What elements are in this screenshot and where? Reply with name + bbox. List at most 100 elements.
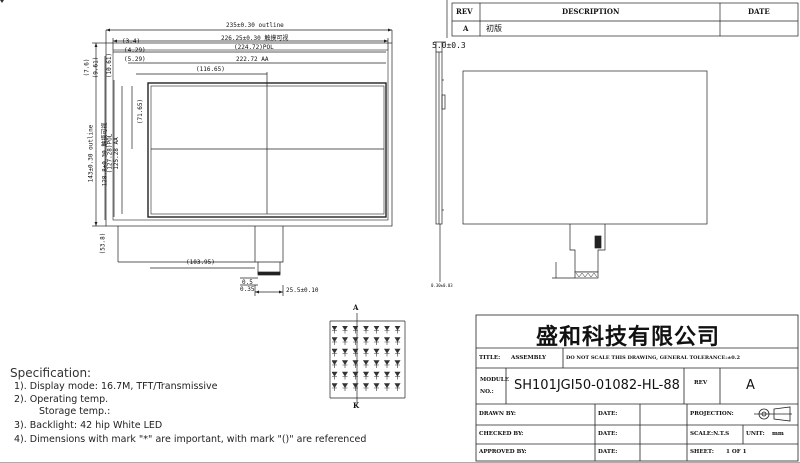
led-diode-icon xyxy=(362,371,370,380)
scale-label: SCALE:N.T.S xyxy=(690,431,730,437)
dim-53-8: (53.8) xyxy=(99,232,107,255)
rev-header: REV xyxy=(456,7,473,16)
rev-label: REV xyxy=(694,380,708,386)
led-diode-icon xyxy=(394,348,401,357)
led-diode-icon xyxy=(383,360,391,368)
led-diode-icon xyxy=(352,360,359,368)
dim-outline-width: 235±0.30 outline xyxy=(226,22,284,29)
date-label-2: DATE: xyxy=(598,431,618,437)
checked-by-label: CHECKED BY: xyxy=(479,431,524,437)
rev-table-border xyxy=(451,2,799,37)
led-diode-icon xyxy=(332,360,338,368)
led-diode-icon xyxy=(373,326,380,334)
led-diode-icon xyxy=(394,383,401,391)
company-name: 盛和科技有限公司 xyxy=(536,325,721,350)
sheet-label: SHEET: xyxy=(690,449,714,455)
led-diode-icon xyxy=(332,383,338,391)
no-label: NO.: xyxy=(480,389,494,395)
dim-103-95: (103.95) xyxy=(186,259,215,266)
led-diode-icon xyxy=(383,383,391,391)
dim-thickness: 5.0±0.3 xyxy=(432,41,466,50)
rev-row-description: 初版 xyxy=(486,24,502,33)
led-diode-icon xyxy=(383,371,391,380)
dim-0-5: 0.5 xyxy=(242,279,253,286)
dim-5-29: (5.29) xyxy=(124,56,146,63)
led-diode-icon xyxy=(373,360,380,368)
title-label: TITLE: xyxy=(479,355,501,361)
dim-touch-visible-width: 226.25±0.30 触摸可视 xyxy=(221,35,289,42)
led-diode-icon xyxy=(341,371,349,380)
model-number: SH101JGI50-01082-HL-88 xyxy=(514,378,680,393)
led-anode-label: A xyxy=(353,303,359,312)
led-diode-icon xyxy=(352,326,359,334)
dim-3-4: (3.4) xyxy=(122,38,141,45)
date-label-1: DATE: xyxy=(598,411,618,417)
led-diode-icon xyxy=(341,337,349,345)
led-diode-icon xyxy=(362,383,370,391)
led-diode-icon xyxy=(394,326,401,334)
dim-aa-width: 222.72 AA xyxy=(236,56,269,63)
unit-value: mm xyxy=(772,431,784,437)
active-area xyxy=(150,85,385,215)
spec-item-4: 4). Dimensions with mark "*" are importa… xyxy=(14,434,367,445)
led-diode-icon xyxy=(373,348,380,357)
led-diode-icon xyxy=(362,348,370,357)
dim-10-61: (10.61) xyxy=(106,52,114,79)
drawn-by-label: DRAWN BY: xyxy=(479,411,516,417)
spec-item-1: 1). Display mode: 16.7M, TFT/Transmissiv… xyxy=(14,381,218,392)
title-block xyxy=(475,314,799,462)
unit-label: UNIT: xyxy=(746,431,765,437)
front-outline xyxy=(105,42,393,227)
description-header: DESCRIPTION xyxy=(562,7,620,16)
led-diode-icon xyxy=(394,360,401,368)
dim-0-35: 0.35 xyxy=(240,286,255,293)
led-diode-icon xyxy=(332,371,338,380)
date-header: DATE xyxy=(748,7,770,16)
led-diode-icon xyxy=(341,360,349,368)
led-diode-icon xyxy=(383,348,391,357)
spec-item-2b: Storage temp.: xyxy=(39,406,111,417)
dim-7-6: (7.6) xyxy=(83,58,91,77)
led-diode-icon xyxy=(352,383,359,391)
led-diode-icon xyxy=(332,337,338,345)
title-value: ASSEMBLY xyxy=(511,355,547,361)
scale-note: DO NOT SCALE THIS DRAWING, GENERAL TOLER… xyxy=(566,355,740,361)
date-label-3: DATE: xyxy=(598,449,618,455)
projection-label: PROJECTION: xyxy=(690,411,734,417)
led-diode-icon xyxy=(332,348,338,357)
module-label: MODULE xyxy=(480,377,509,383)
led-diode-icon xyxy=(352,371,359,380)
led-diode-icon xyxy=(341,383,349,391)
led-diode-icon xyxy=(373,371,380,380)
led-cathode-label: K xyxy=(353,401,360,410)
spec-item-2: 2). Operating temp. xyxy=(14,394,109,405)
led-diode-icon xyxy=(332,326,338,334)
led-diode-icon xyxy=(363,326,369,334)
led-grid xyxy=(332,326,404,396)
led-array xyxy=(0,0,4,4)
led-diode-icon xyxy=(362,337,370,345)
led-diode-icon xyxy=(352,348,359,357)
led-diode-icon xyxy=(394,337,401,345)
led-diode-icon xyxy=(362,360,370,368)
led-diode-icon xyxy=(383,337,391,345)
led-grid-svg xyxy=(332,326,401,391)
rear-view-outline xyxy=(462,70,708,225)
dim-outline-height: 143±0.30 outline xyxy=(87,124,95,183)
led-diode-icon xyxy=(373,383,380,391)
side-view-note: 0.30±0.03 xyxy=(431,283,453,288)
dim-116-65: (116.65) xyxy=(196,66,225,73)
approved-by-label: APPROVED BY: xyxy=(479,449,527,455)
dim-4-29: (4.29) xyxy=(124,47,146,54)
led-diode-icon xyxy=(384,326,390,334)
spec-title: Specification: xyxy=(10,366,92,380)
spec-item-3: 3). Backlight: 42 hip White LED xyxy=(14,420,163,431)
rev-value: A xyxy=(746,378,755,393)
dim-9-61: (9.61) xyxy=(92,56,100,79)
dim-pol-width: (224.72)POL xyxy=(234,44,274,51)
led-diode-icon xyxy=(373,337,380,345)
led-diode-icon xyxy=(352,337,359,345)
led-diode-icon xyxy=(394,371,401,380)
led-diode-icon xyxy=(341,348,349,357)
